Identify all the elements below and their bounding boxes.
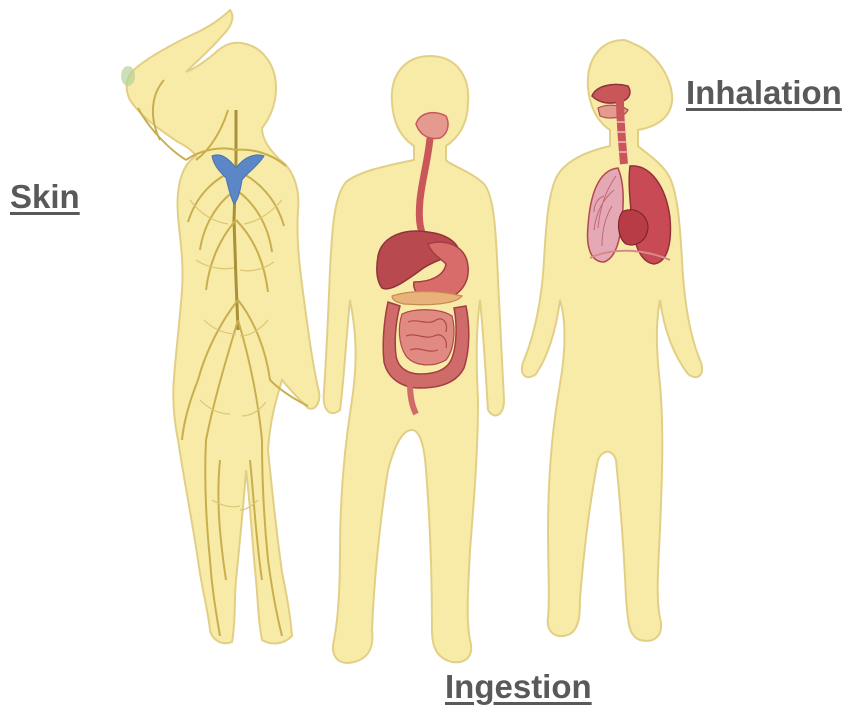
skin-label: Skin [10,178,80,216]
ingestion-label: Ingestion [445,668,592,706]
inhalation-label: Inhalation [686,74,842,112]
nervous-system-figure [121,10,319,643]
respiratory-system-figure [522,40,702,641]
respiratory-figure-silhouette [522,40,702,641]
hand-tint [121,66,135,86]
nervous-figure-silhouette [127,10,320,643]
heart [619,210,648,245]
digestive-system-figure [324,56,504,663]
